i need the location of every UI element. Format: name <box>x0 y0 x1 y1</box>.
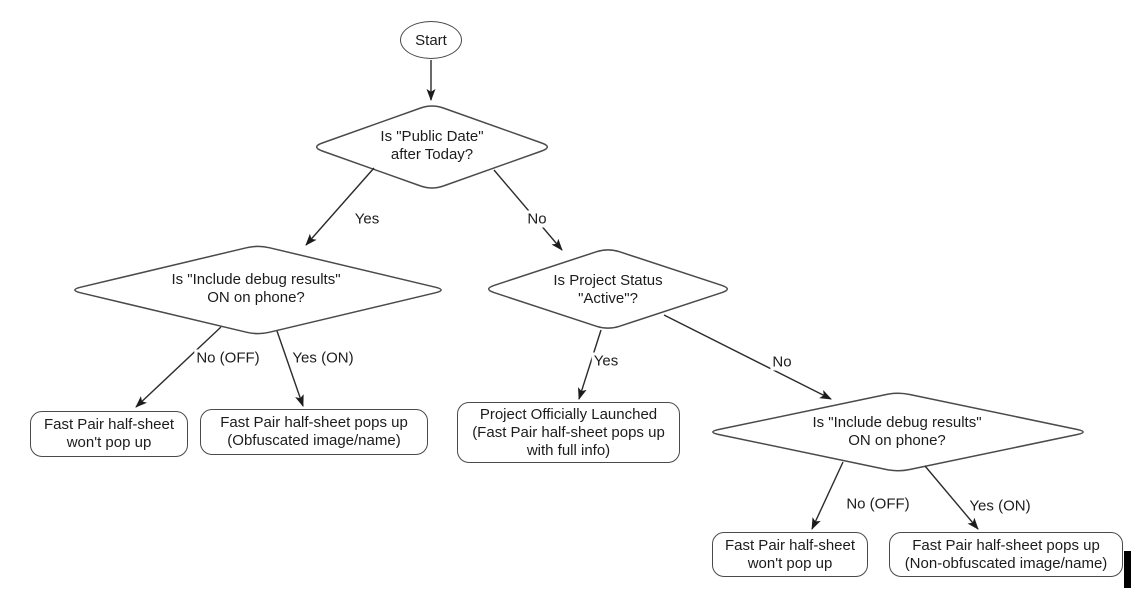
decision-debug-left-line1: Is "Include debug results" <box>171 271 341 288</box>
decision-debug-right-line1: Is "Include debug results" <box>812 414 982 431</box>
decision-public-date-shape <box>315 105 549 189</box>
edge-label-debug-left-yes-on: Yes (ON) <box>290 349 356 367</box>
edge-label-public-date-no: No <box>525 210 549 228</box>
decision-debug-right-shape <box>712 392 1084 472</box>
result-no-popup-left-box: Fast Pair half-sheet won't pop up <box>30 411 188 457</box>
result-no-popup-right-line2: won't pop up <box>747 554 833 572</box>
edge-debug-left-yes-on <box>276 330 304 407</box>
result-obfuscated-box: Fast Pair half-sheet pops up (Obfuscated… <box>200 409 428 455</box>
edge-public-date-yes <box>305 167 375 246</box>
decision-debug-left-shape <box>74 245 442 335</box>
edge-debug-right-no-off <box>811 461 844 530</box>
result-non-obfuscated-box: Fast Pair half-sheet pops up (Non-obfusc… <box>889 532 1123 577</box>
decision-debug-right-label: Is "Include debug results" ON on phone? <box>812 414 981 450</box>
edge-public-date-no <box>493 169 563 251</box>
decision-project-status-shape <box>487 249 729 329</box>
edge-project-status-no <box>663 314 832 400</box>
edge-debug-right-yes-on <box>924 465 979 530</box>
decision-debug-left-line2: ON on phone? <box>207 289 305 306</box>
decision-public-date-line1: Is "Public Date" <box>380 128 484 145</box>
edge-project-status-yes <box>578 329 602 400</box>
result-no-popup-left-line1: Fast Pair half-sheet <box>43 416 175 433</box>
result-launched-line2: (Fast Pair half-sheet pops up <box>472 423 665 441</box>
edge-label-debug-left-no-off: No (OFF) <box>194 349 262 367</box>
edge-label-project-status-yes: Yes <box>591 352 621 370</box>
edge-label-debug-right-no-off: No (OFF) <box>844 495 912 513</box>
text-cursor <box>1124 551 1131 588</box>
decision-public-date-line2: after Today? <box>390 146 474 163</box>
result-no-popup-right-line1: Fast Pair half-sheet <box>724 536 856 554</box>
edge-label-project-status-no: No <box>770 353 794 371</box>
decision-project-status-line1: Is Project Status <box>553 272 663 289</box>
edge-label-debug-right-yes-on: Yes (ON) <box>967 497 1033 515</box>
result-launched-line1: Project Officially Launched <box>479 405 658 423</box>
decision-project-status-line2: "Active"? <box>578 290 638 307</box>
decision-project-status-label: Is Project Status "Active"? <box>553 272 662 308</box>
decision-debug-right-line2: ON on phone? <box>848 432 946 449</box>
result-launched-box: Project Officially Launched (Fast Pair h… <box>457 402 680 463</box>
result-obfuscated-line2: (Obfuscated image/name) <box>227 432 401 449</box>
result-no-popup-right-box: Fast Pair half-sheet won't pop up <box>712 532 868 577</box>
result-launched-line3: with full info) <box>526 441 611 459</box>
result-obfuscated-line1: Fast Pair half-sheet pops up <box>220 414 408 431</box>
edge-debug-left-no-off <box>135 326 222 408</box>
edge-label-public-date-yes: Yes <box>352 210 382 228</box>
start-node: Start <box>400 21 462 59</box>
start-label: Start <box>415 31 447 49</box>
result-no-popup-left-line2: won't pop up <box>66 434 152 451</box>
decision-public-date-label: Is "Public Date" after Today? <box>380 128 483 164</box>
result-non-obfuscated-line1: Fast Pair half-sheet pops up <box>912 536 1100 554</box>
result-non-obfuscated-line2: (Non-obfuscated image/name) <box>904 554 1108 572</box>
decision-debug-left-label: Is "Include debug results" ON on phone? <box>171 271 340 307</box>
